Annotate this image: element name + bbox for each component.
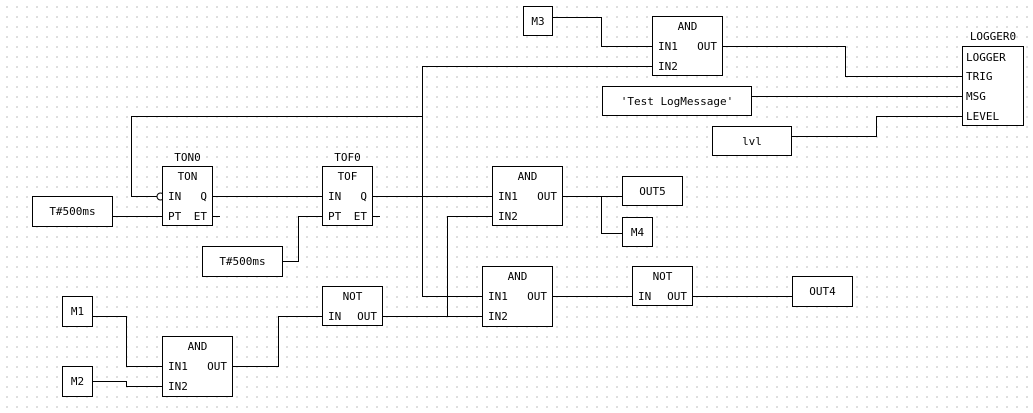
not-block-left-out: OUT	[357, 310, 377, 323]
variable-out4[interactable]: OUT4	[792, 276, 853, 307]
and-block-top[interactable]: AND IN1 OUT IN2	[652, 16, 723, 76]
variable-t500ms-tof[interactable]: T#500ms	[202, 246, 283, 277]
variable-t500ms-ton[interactable]: T#500ms	[32, 196, 113, 227]
ton-et-pin: ET	[193, 210, 207, 223]
not-block-right-in: IN	[638, 290, 652, 303]
variable-m1-label: M1	[70, 305, 85, 318]
logger-type: LOGGER	[966, 51, 1006, 64]
and-block-middle-in1: IN1	[498, 190, 518, 203]
not-block-left-type: NOT	[342, 290, 363, 303]
ton-in-pin: IN	[168, 190, 182, 203]
wire-tof-q-to-and-low-in1	[422, 196, 483, 297]
and-block-middle[interactable]: AND IN1 OUT IN2	[492, 166, 563, 226]
wire-lvl-to-logger-level	[792, 116, 963, 137]
not-block-right-type: NOT	[652, 270, 673, 283]
tof-et-pin: ET	[353, 210, 367, 223]
and-block-lower-type: AND	[507, 270, 528, 283]
tof-block-type: TOF	[337, 170, 358, 183]
and-block-bottom-type: AND	[187, 340, 208, 353]
variable-lvl-label: lvl	[742, 134, 762, 148]
ton-instance-name: TON0	[174, 151, 201, 164]
wire-tof-q-to-and-top-in2	[422, 66, 653, 197]
variable-out4-label: OUT4	[809, 285, 836, 298]
logger-instance-name: LOGGER0	[969, 30, 1017, 43]
and-block-lower[interactable]: AND IN1 OUT IN2	[482, 266, 553, 327]
and-block-bottom[interactable]: AND IN1 OUT IN2	[162, 336, 233, 397]
tof-in-pin: IN	[328, 190, 342, 203]
variable-m3-label: M3	[531, 14, 545, 28]
and-block-bottom-out: OUT	[207, 360, 227, 373]
tof-q-pin: Q	[360, 190, 367, 203]
variable-t500ms-ton-label: T#500ms	[49, 205, 96, 218]
variable-m4[interactable]: M4	[622, 217, 653, 247]
variable-lvl[interactable]: lvl	[712, 126, 792, 156]
tof-pt-pin: PT	[328, 210, 342, 223]
ton-q-pin: Q	[200, 190, 207, 203]
not-block-left-in: IN	[328, 310, 342, 323]
wire-and-top-out-to-logger-trig	[723, 46, 963, 77]
and-block-middle-in2: IN2	[498, 210, 518, 223]
and-block-middle-out: OUT	[537, 190, 557, 203]
variable-out5-label: OUT5	[639, 184, 666, 198]
variable-m4-label: M4	[630, 225, 645, 239]
wire-not-left-out-to-and-mid-in2	[447, 216, 493, 317]
ton-block-type: TON	[177, 170, 198, 183]
ton-pt-pin: PT	[168, 210, 182, 223]
ton-block[interactable]: TON IN Q PT ET	[162, 166, 213, 226]
variable-m3[interactable]: M3	[523, 6, 553, 36]
variable-test-log-message[interactable]: 'Test LogMessage'	[602, 86, 752, 116]
logger-msg-pin: MSG	[966, 90, 986, 103]
tof-instance-name: TOF0	[334, 151, 361, 164]
not-block-left[interactable]: NOT IN OUT	[322, 286, 383, 326]
and-block-middle-type: AND	[517, 170, 538, 183]
wire-and-mid-out-to-m4	[601, 196, 623, 234]
wire-and-bottom-out-to-not-left-in	[233, 316, 323, 367]
not-block-right-out: OUT	[667, 290, 687, 303]
tof-block[interactable]: TOF IN Q PT ET	[322, 166, 373, 226]
and-block-bottom-in1: IN1	[168, 360, 188, 373]
variable-out5[interactable]: OUT5	[622, 176, 683, 206]
and-block-lower-out: OUT	[527, 290, 547, 303]
variable-t500ms-tof-label: T#500ms	[219, 255, 266, 268]
wire-m1-to-and-bottom-in1	[93, 316, 163, 367]
variable-m1[interactable]: M1	[62, 296, 93, 327]
and-block-top-in2: IN2	[658, 60, 678, 73]
and-block-bottom-in2: IN2	[168, 380, 188, 393]
wire-m3-to-and-top-in1	[553, 17, 653, 47]
and-block-top-type: AND	[677, 20, 698, 33]
wire-m2-to-and-bottom-in2	[93, 381, 163, 387]
and-block-top-out: OUT	[697, 40, 717, 53]
logger-level-pin: LEVEL	[966, 110, 1000, 123]
wire-t500-to-tof-pt	[283, 216, 323, 262]
and-block-lower-in1: IN1	[488, 290, 508, 303]
logger-block[interactable]: LOGGER TRIG MSG LEVEL	[962, 46, 1024, 126]
variable-test-log-message-label: 'Test LogMessage'	[620, 94, 734, 108]
logger-trig-pin: TRIG	[966, 70, 993, 83]
and-block-lower-in2: IN2	[488, 310, 508, 323]
variable-m2-label: M2	[70, 375, 85, 388]
and-block-top-in1: IN1	[658, 40, 678, 53]
not-block-right[interactable]: NOT IN OUT	[632, 266, 693, 306]
variable-m2[interactable]: M2	[62, 366, 93, 397]
